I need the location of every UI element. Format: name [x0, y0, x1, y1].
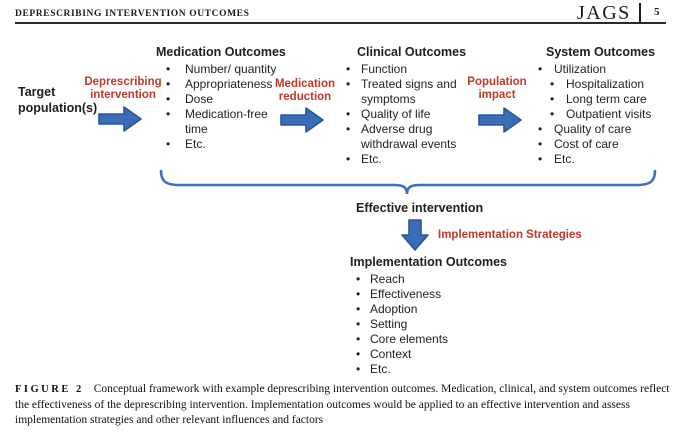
list-item: Core elements: [350, 332, 522, 347]
list-item: Etc.: [340, 152, 474, 167]
list-item: Etc.: [350, 362, 522, 377]
list-item: Treated signs and symptoms: [340, 77, 474, 107]
list-item: Long term care: [528, 92, 660, 107]
column-title: Implementation Outcomes: [350, 255, 507, 269]
right-arrow-icon: [280, 107, 324, 133]
header-divider: [639, 3, 641, 22]
curly-brace-icon: [159, 169, 657, 195]
flow-label-deprescribing-intervention: Deprescribing intervention: [84, 76, 162, 101]
system-outcomes-column: System Outcomes Utilization Hospitalizat…: [528, 45, 660, 167]
right-arrow-icon: [478, 107, 522, 133]
list-item: Hospitalization: [528, 77, 660, 92]
system-outcomes-list: Utilization Hospitalization Long term ca…: [528, 62, 660, 167]
list-item: Number/ quantity: [156, 62, 290, 77]
column-title: Clinical Outcomes: [357, 45, 467, 59]
implementation-outcomes-column: Implementation Outcomes Reach Effectiven…: [350, 255, 522, 377]
header-rule: [15, 22, 666, 24]
list-item: Setting: [350, 317, 522, 332]
list-item: Context: [350, 347, 522, 362]
column-title: Medication Outcomes: [156, 45, 286, 59]
list-item: Outpatient visits: [528, 107, 660, 122]
clinical-outcomes-column: Clinical Outcomes Function Treated signs…: [340, 45, 474, 167]
target-population-label: Target population(s): [18, 85, 98, 115]
figure-caption-text: Conceptual framework with example depres…: [15, 383, 670, 426]
flow-label-medication-reduction: Medication reduction: [274, 78, 336, 103]
implementation-outcomes-list: Reach Effectiveness Adoption Setting Cor…: [350, 272, 522, 377]
flow-label-population-impact: Population impact: [467, 76, 527, 101]
list-item: Adverse drug withdrawal events: [340, 122, 474, 152]
medication-outcomes-list: Number/ quantity Appropriateness Dose Me…: [156, 62, 290, 152]
list-item: Adoption: [350, 302, 522, 317]
list-item: Etc.: [156, 137, 290, 152]
medication-outcomes-column: Medication Outcomes Number/ quantity App…: [156, 45, 290, 152]
list-item: Cost of care: [528, 137, 660, 152]
journal-logo: JAGS: [577, 2, 631, 24]
list-item: Reach: [350, 272, 522, 287]
right-arrow-icon: [98, 106, 142, 132]
effective-intervention-label: Effective intervention: [356, 201, 484, 215]
list-item: Etc.: [528, 152, 660, 167]
figure-caption-label: FIGURE 2: [15, 384, 84, 395]
list-item: Quality of care: [528, 122, 660, 137]
running-head: DEPRESCRIBING INTERVENTION OUTCOMES: [15, 9, 250, 19]
list-item: Effectiveness: [350, 287, 522, 302]
list-item: Quality of life: [340, 107, 474, 122]
list-item: Dose: [156, 92, 290, 107]
page-number: 5: [654, 6, 660, 18]
column-title: System Outcomes: [546, 45, 656, 59]
down-arrow-icon: [401, 219, 429, 251]
list-item: Function: [340, 62, 474, 77]
list-item: Appropriateness: [156, 77, 290, 92]
flow-label-implementation-strategies: Implementation Strategies: [438, 229, 582, 241]
clinical-outcomes-list: Function Treated signs and symptoms Qual…: [340, 62, 474, 167]
list-item: Utilization: [528, 62, 660, 77]
list-item: Medication-free time: [156, 107, 290, 137]
